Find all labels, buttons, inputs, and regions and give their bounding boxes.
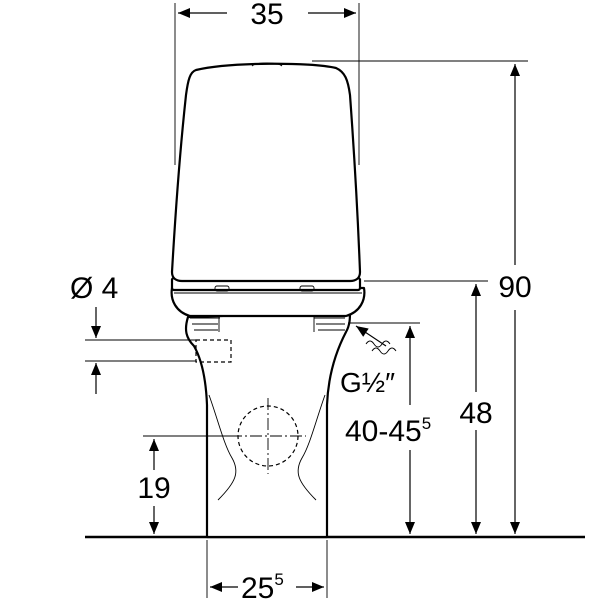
footprint-width-label: 255 xyxy=(241,570,284,600)
hinge-left xyxy=(214,285,230,292)
hinge-right xyxy=(299,285,315,292)
dim-seat-height: 48 xyxy=(364,280,493,534)
flush-button xyxy=(251,62,283,67)
water-inflow-arrow xyxy=(355,325,387,347)
dim-total-height: 90 xyxy=(312,60,532,534)
pedestal-inner-left xyxy=(208,394,237,501)
water-wave-1 xyxy=(365,340,391,348)
dim-inlet-diameter: Ø 4 xyxy=(70,272,196,394)
water-connection-label: G½″ xyxy=(340,367,395,398)
cistern-tank xyxy=(170,62,362,283)
dim-outlet-height: 19 xyxy=(137,435,230,534)
total-height-label: 90 xyxy=(498,271,531,304)
outlet-height-label: 19 xyxy=(137,472,170,505)
tank-width-label: 35 xyxy=(250,0,283,31)
inlet-diameter-label: Ø 4 xyxy=(70,272,118,305)
water-connection: G½″ xyxy=(340,325,397,398)
bowl-rim xyxy=(170,286,366,318)
inlet-marks-right xyxy=(314,317,345,331)
pedestal-inner-right xyxy=(297,394,326,501)
dim-tank-width: 35 xyxy=(174,0,360,165)
water-wave-2 xyxy=(371,347,397,355)
inlet-connection-hidden xyxy=(195,339,232,363)
toilet-outline xyxy=(170,62,366,539)
dim-footprint-width: 255 xyxy=(206,540,328,600)
inlet-marks-left xyxy=(190,317,220,331)
seat-height-label: 48 xyxy=(459,397,492,430)
inlet-height-label: 40-455 xyxy=(345,414,431,448)
dim-inlet-height: 40-455 xyxy=(345,322,431,534)
